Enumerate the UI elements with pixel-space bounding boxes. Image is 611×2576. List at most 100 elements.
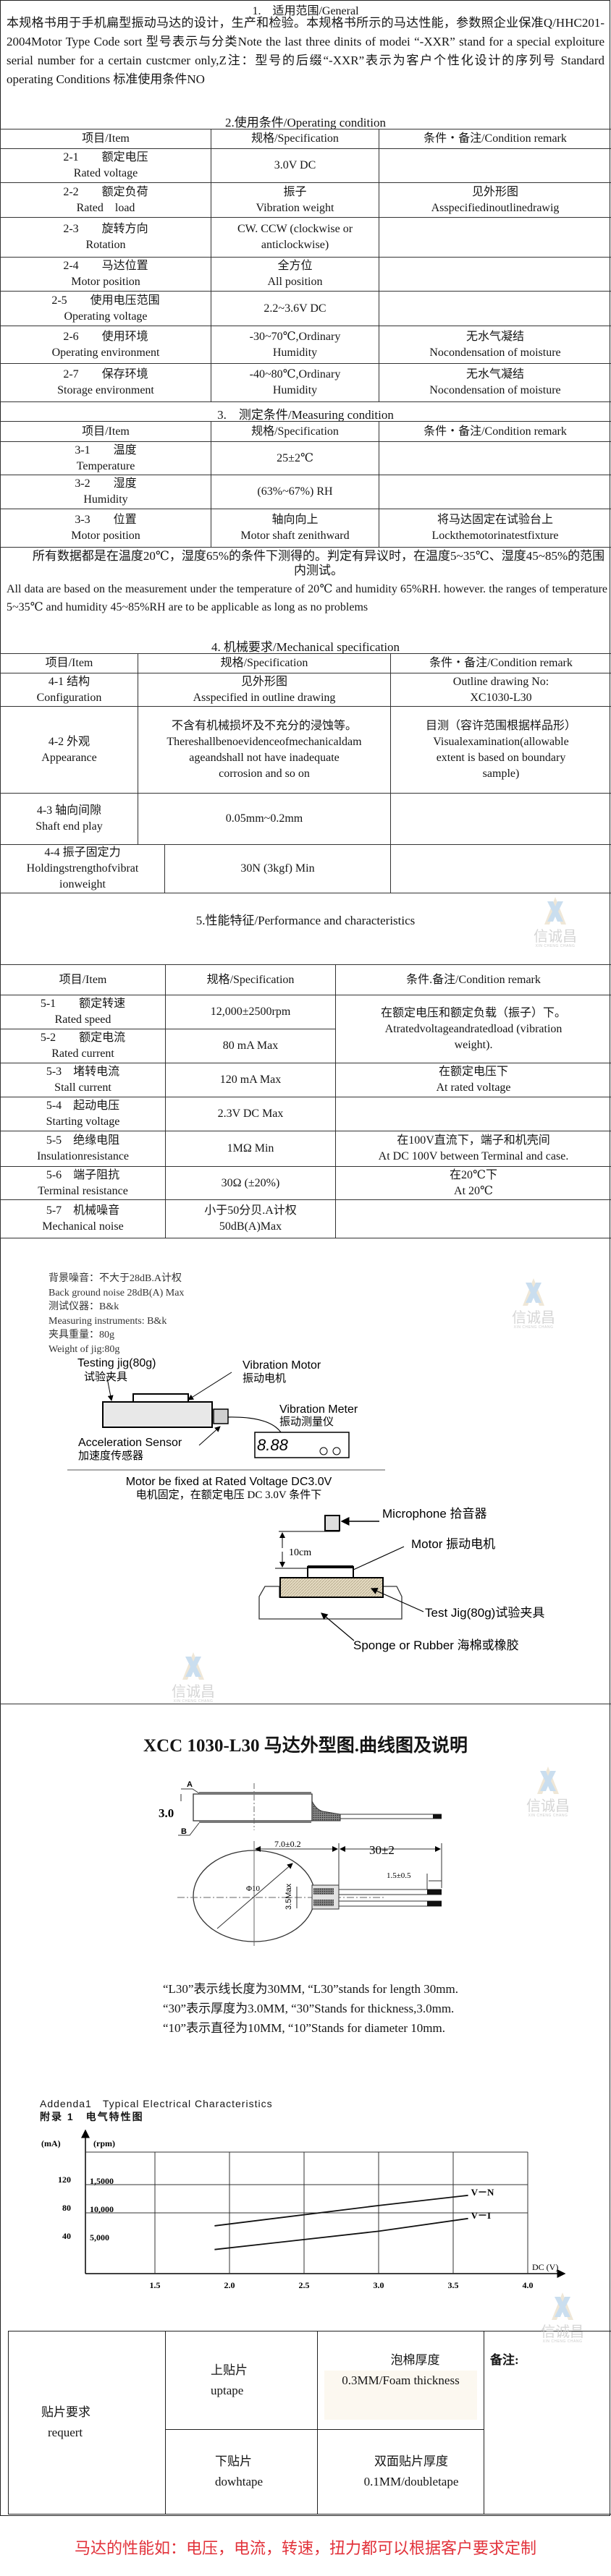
specification-text: All position (267, 276, 323, 288)
diagram-caption-cn: 电机固定，在额定电压 DC 3.0V 条件下 (136, 1489, 321, 1501)
remark-cell: 备注: (484, 2331, 611, 2515)
noise-line: Measuring instruments: B&k (49, 1315, 167, 1327)
customization-note: 马达的性能如：电压，电流，转速，扭力都可以根据客户要求定制 (74, 2540, 536, 2558)
test-jig-label: Test Jig(80g)试验夹具 (425, 1606, 544, 1620)
x-tick-label: 2.0 (224, 2280, 235, 2290)
specification-text: 25±2℃ (277, 451, 313, 464)
label-a: A (187, 1780, 193, 1789)
measurement-note-en: All data are based on the measurement un… (7, 583, 607, 613)
table-row: 2-4 马达位置 Motor position 全方位 All position (0, 257, 611, 292)
lead-length-dimension: 30±2 (369, 1843, 395, 1857)
specification-text: 2.2~3.6V DC (264, 302, 326, 315)
requirement-cn: 贴片要求 (41, 2405, 90, 2419)
item-text: Operating environment (51, 346, 160, 359)
measurement-note-cn: 所有数据都是在温度20℃，湿度65%的条件下测得的。判定有异议时，在温度5~35… (32, 549, 605, 577)
x-tick-label: 4.0 (523, 2280, 534, 2290)
wire-tip (427, 1890, 442, 1895)
remark-text: 将马达固定在试验台上 (437, 514, 553, 526)
remark-text: weight). (454, 1038, 493, 1051)
table-header-row: 项目/Item 规格/Specification 条件・备注/Condition r… (0, 129, 611, 149)
specification-text: 规格/Specification (251, 132, 339, 145)
specification-text: 小于50分贝.A计权 (204, 1204, 297, 1217)
distance-label: 10cm (289, 1547, 311, 1558)
requirement-en: requert (48, 2426, 83, 2439)
outline-notes: “L30”表示线长度为30MM, “L30”stands for length … (163, 1979, 458, 2038)
section5-title: 5.性能特征/Performance and characteristics (195, 914, 416, 927)
item-text: Motor position (71, 276, 140, 288)
remark-cell (335, 1199, 611, 1238)
specification-text: 规格/Specification (251, 425, 339, 438)
item-text: 2-4 马达位置 (63, 260, 148, 272)
header-remark-cell: 条件・备注/Condition remark (379, 129, 611, 149)
remark-text: At DC 100V between Terminal and case. (378, 1150, 569, 1162)
up-tape-cn: 上贴片 (211, 2363, 248, 2377)
header-specification-cell: 规格/Specification (138, 653, 391, 673)
diameter-dimension: Φ10 (246, 1884, 261, 1893)
header-item-cell: 项目/Item (0, 653, 138, 673)
remark-text: 在100V直流下，端子和机壳间 (397, 1134, 550, 1147)
section4-title: 4. 机械要求/Mechanical specification (211, 640, 400, 654)
up-tape-cell: 上贴片 uptape (165, 2331, 318, 2430)
item-text: 3-2 湿度 (75, 477, 137, 490)
foam-thickness-en: 0.3MM/Foam thickness (324, 2371, 477, 2420)
item-text: 4-3 轴向间隙 (36, 804, 102, 817)
y-left-tick-label: 120 (58, 2175, 71, 2185)
vibration-motor-label-cn: 振动电机 (243, 1372, 286, 1385)
microphone-label: Microphone 拾音器 (382, 1507, 487, 1521)
noise-line: 测试仪器：B&k (49, 1301, 119, 1312)
remark-cell (335, 1097, 611, 1131)
noise-line: 背景噪音：不大于28dB.A计权 (49, 1273, 182, 1284)
remark-text: Outline drawing No: (452, 675, 549, 688)
item-text: 项目/Item (59, 973, 107, 986)
vibration-motor-shape (132, 1393, 189, 1403)
side-view-terminal (311, 1801, 341, 1822)
meter-display: 8.88 (257, 1436, 289, 1454)
diagram-caption-en: Motor be fixed at Rated Voltage DC3.0V (126, 1476, 332, 1488)
item-text: Temperature (76, 459, 135, 472)
meter-knob-icon (319, 1447, 328, 1455)
specification-cell: 全方位 All position (211, 257, 379, 292)
acceleration-sensor-shape (213, 1408, 229, 1424)
strip-length-dimension: 1.5±0.5 (387, 1871, 411, 1880)
section2-title: 2.使用条件/Operating condition (225, 116, 386, 129)
specification-text: 30N (3kgf) Min (240, 862, 315, 875)
specification-text: Humidity (272, 384, 318, 396)
specification-text: 全方位 (277, 260, 313, 272)
test-jig-shape (279, 1577, 384, 1598)
tape-a (199, 1792, 311, 1794)
item-text: Configuration (36, 691, 102, 704)
x-axis-label: DC (V) (532, 2262, 558, 2272)
specification-text: anticlockwise) (261, 239, 329, 251)
header-item-cell: 项目/Item (0, 129, 211, 149)
arrow-icon (198, 1426, 221, 1446)
y-left-tick-label: 80 (62, 2203, 71, 2213)
outline-note: “L30”表示线长度为30MM, “L30”stands for length … (163, 1982, 458, 1996)
arrow-icon (370, 1588, 424, 1612)
offset-dimension: 7.0±0.2 (274, 1839, 301, 1849)
testing-jig-shape (102, 1401, 213, 1428)
specification-text: Vibration weight (256, 201, 334, 214)
specification-cell: 80 mA Max (165, 1029, 336, 1063)
leader-line (178, 1822, 200, 1836)
